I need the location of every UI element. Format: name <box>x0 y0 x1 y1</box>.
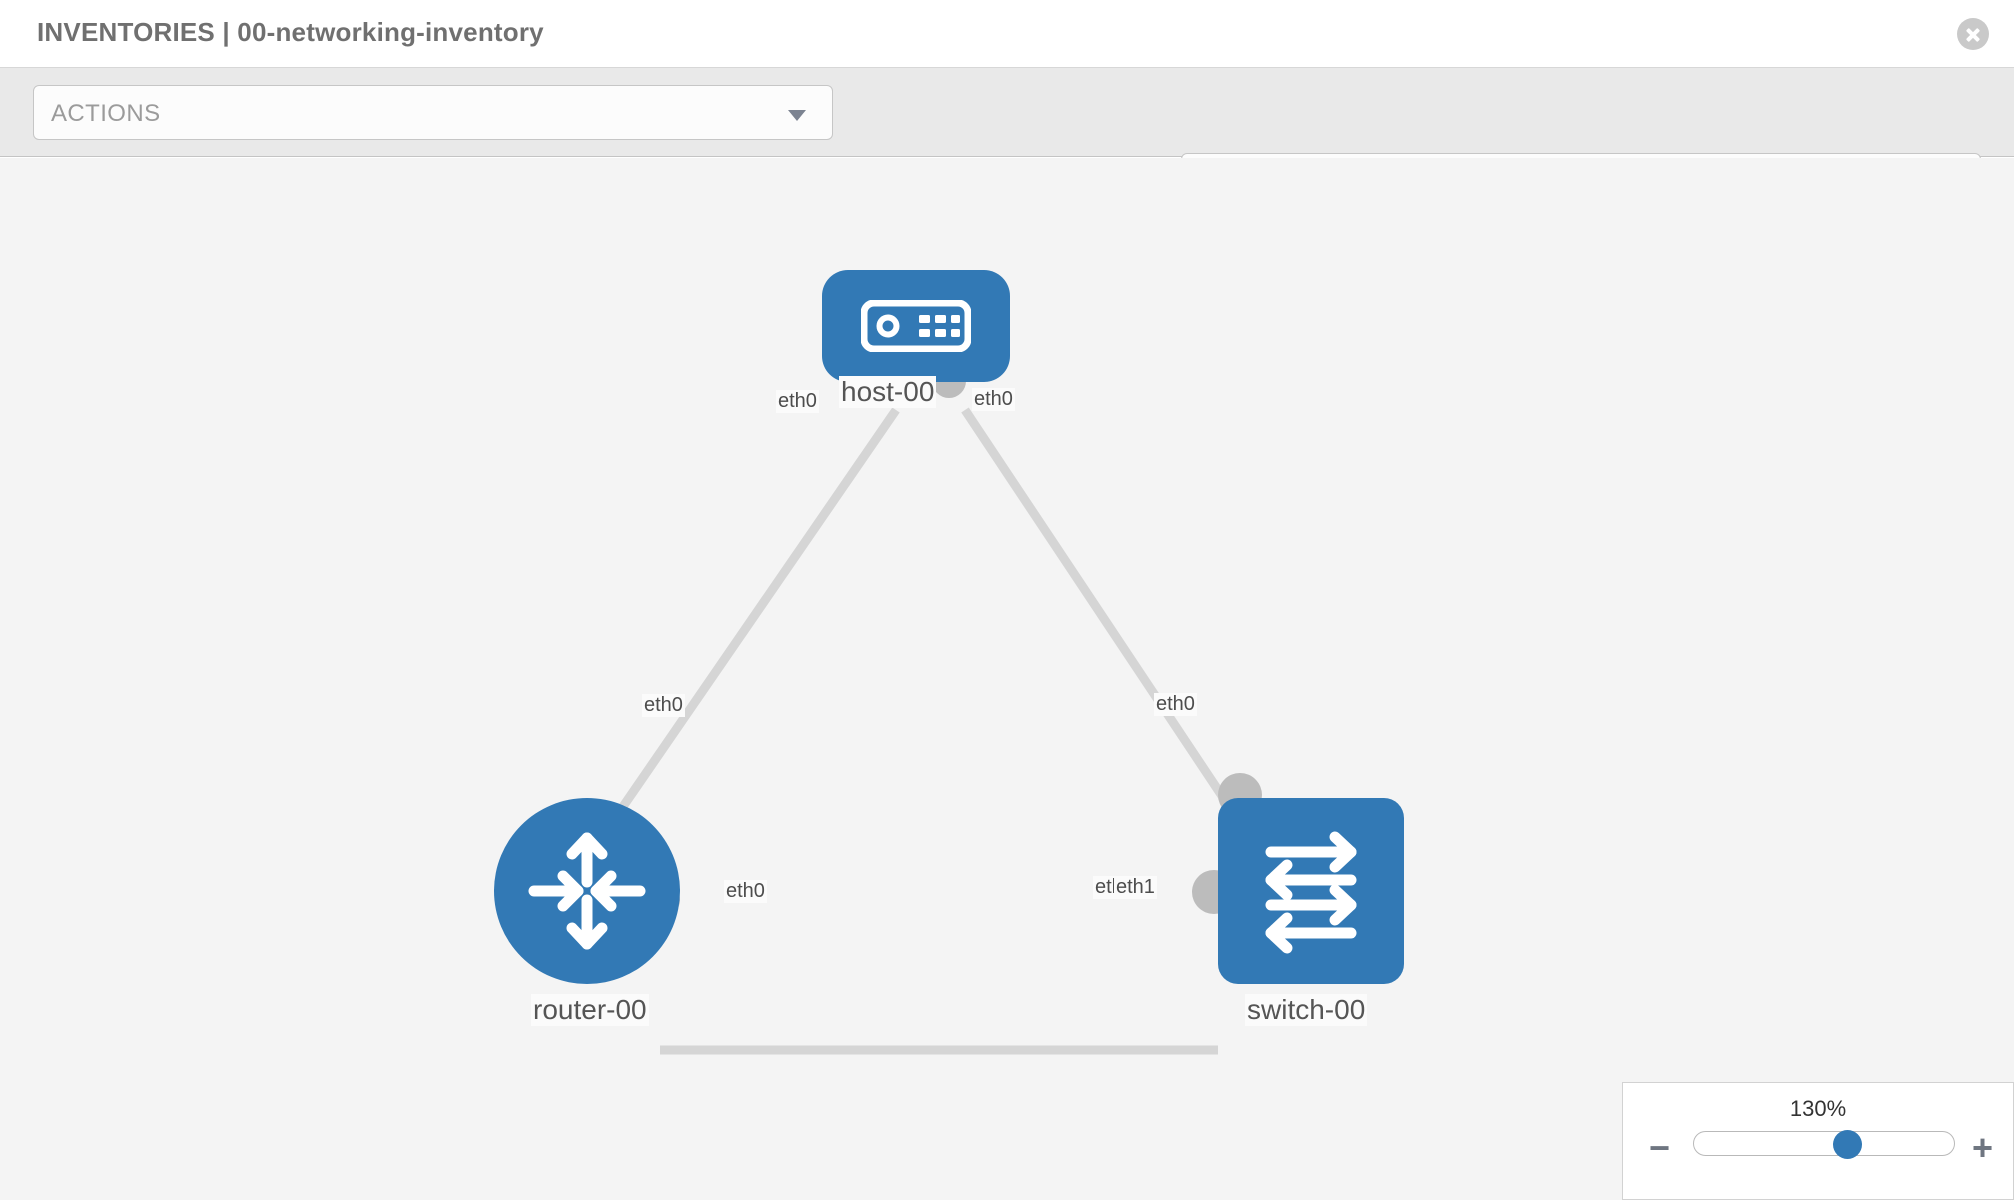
minus-icon[interactable]: − <box>1649 1127 1671 1168</box>
interface-label-router-right: eth0 <box>724 880 767 903</box>
link-host-switch <box>961 407 1254 841</box>
interface-label-switch-left-b: eth1 <box>1114 876 1157 899</box>
node-label-switch-00: switch-00 <box>1245 994 1368 1026</box>
zoom-slider-track[interactable] <box>1693 1131 1955 1156</box>
interface-label-host-left: eth0 <box>776 390 819 413</box>
interface-label-router-up: eth0 <box>642 694 685 717</box>
zoom-control-panel: 130% − + <box>1622 1082 2014 1200</box>
topology-links <box>596 407 1254 1055</box>
link-host-router <box>596 407 900 843</box>
router-arrows-icon <box>528 832 646 950</box>
switch-arrows-icon <box>1265 831 1357 954</box>
chevron-down-icon <box>788 110 806 121</box>
interface-label-switch-up: eth0 <box>1154 693 1197 716</box>
interface-label-host-right: eth0 <box>972 388 1015 411</box>
zoom-level-value: 130% <box>1789 1096 1847 1121</box>
server-appliance-icon <box>861 300 971 352</box>
actions-dropdown-label: ACTIONS <box>51 100 161 127</box>
actions-dropdown[interactable]: ACTIONS <box>33 85 833 140</box>
topology-canvas[interactable]: eth0 host-00 eth0 <box>0 158 2014 1200</box>
zoom-slider-thumb[interactable] <box>1832 1130 1862 1159</box>
toolbar: ACTIONS SEARCH <box>0 68 2014 208</box>
page-title: INVENTORIES | 00-networking-inventory <box>37 17 544 47</box>
close-icon[interactable] <box>1957 18 1989 50</box>
plus-icon[interactable]: + <box>1971 1127 1993 1168</box>
page-header: INVENTORIES | 00-networking-inventory <box>0 0 2014 68</box>
node-label-host-00: host-00 <box>839 376 937 408</box>
node-label-router-00: router-00 <box>531 994 649 1026</box>
